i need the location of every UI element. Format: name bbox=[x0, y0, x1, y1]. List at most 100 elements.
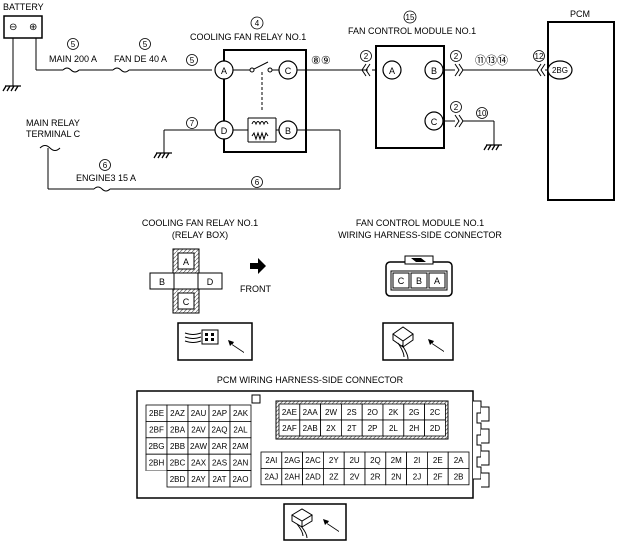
main-relay-line2: TERMINAL C bbox=[26, 129, 81, 139]
pcm-pin-label: 2U bbox=[349, 456, 359, 465]
pcm-pin-label: 2AU bbox=[191, 409, 207, 418]
pcm-pin-label: 2BB bbox=[170, 442, 185, 451]
fcm-terminal-b: B bbox=[431, 66, 437, 76]
pcm-pin-label: 2BD bbox=[170, 475, 186, 484]
pcm-pin-label: 2AW bbox=[190, 442, 207, 451]
pcm-connector-view: PCM WIRING HARNESS-SIDE CONNECTOR 2BE 2AZ… bbox=[136, 375, 490, 541]
pcm-pin-label: 2V bbox=[350, 473, 360, 482]
pcm: PCM 2BG bbox=[547, 9, 615, 201]
pcm-connector-title: PCM WIRING HARNESS-SIDE CONNECTOR bbox=[217, 375, 404, 385]
fan-control-module: 15 FAN CONTROL MODULE NO.1 A B C bbox=[348, 10, 476, 149]
ground-icon bbox=[483, 144, 502, 151]
pcm-pin-label: 2AQ bbox=[211, 426, 227, 435]
relay-pin-c: C bbox=[183, 297, 190, 307]
battery-pos-icon: ⊕ bbox=[29, 22, 37, 33]
resistor-icon bbox=[251, 131, 269, 141]
pcm-pin-cell bbox=[447, 467, 470, 486]
relay-num: 4 bbox=[255, 19, 260, 28]
relay-connector-view: COOLING FAN RELAY NO.1 (RELAY BOX) A B C… bbox=[142, 218, 271, 361]
pcm-title: PCM bbox=[570, 9, 590, 19]
svg-text:2: 2 bbox=[454, 52, 459, 61]
pcm-pin-label: 2AX bbox=[191, 458, 207, 467]
pcm-pin-label: 2AV bbox=[191, 426, 206, 435]
pcm-pin-label: 2M bbox=[391, 456, 402, 465]
pcm-pin-label: 2AO bbox=[232, 475, 248, 484]
fcm-terminal-c: C bbox=[431, 117, 438, 127]
fuse-main-icon bbox=[62, 67, 80, 73]
pcm-pin-label: 2H bbox=[409, 424, 419, 433]
pcm-pin-cell bbox=[146, 470, 167, 487]
relay-terminal-d: D bbox=[221, 126, 228, 136]
pcm-pin-label: 2AZ bbox=[170, 409, 185, 418]
svg-text:7: 7 bbox=[190, 119, 195, 128]
pcm-pin-label: 2C bbox=[430, 408, 440, 417]
relay-pin-b: B bbox=[159, 277, 165, 287]
pcm-pin-label: 2AN bbox=[233, 458, 249, 467]
pcm-pin-cell bbox=[229, 470, 252, 488]
battery-title: BATTERY bbox=[3, 2, 44, 12]
pcm-pin-label: 2D bbox=[430, 424, 440, 433]
pcm-pin-label: 2AR bbox=[212, 442, 228, 451]
relay-connector-title1: COOLING FAN RELAY NO.1 bbox=[142, 218, 258, 228]
pcm-pin-label: 2Q bbox=[370, 456, 381, 465]
wire-b-number: 6 bbox=[251, 176, 263, 188]
pcm-pin-label: 2AA bbox=[303, 408, 319, 417]
pcm-pin-label: 2BA bbox=[170, 426, 186, 435]
pcm-pin-label: 2AB bbox=[303, 424, 318, 433]
fuse-main: 5 MAIN 200 A bbox=[49, 38, 97, 64]
fcm-connector-title2: WIRING HARNESS-SIDE CONNECTOR bbox=[338, 230, 502, 240]
fuse-engine: 6 ENGINE3 15 A bbox=[76, 159, 136, 183]
wire-d-number: 7 bbox=[186, 117, 198, 129]
pcm-pin-label: 2K bbox=[389, 408, 399, 417]
fuse-engine-label: ENGINE3 15 A bbox=[76, 173, 136, 183]
wire-a-number: 5 bbox=[186, 54, 198, 66]
wire-fcm-c-num: 2 bbox=[450, 101, 462, 113]
fcm-pin-b: B bbox=[416, 276, 422, 286]
front-arrow-icon bbox=[250, 258, 266, 274]
connector-plug-icon bbox=[392, 326, 444, 360]
pcm-pin-label: 2AY bbox=[191, 475, 206, 484]
battery-body bbox=[3, 15, 43, 39]
ground-icon bbox=[2, 85, 21, 92]
pcm-pin-label: 2BC bbox=[170, 458, 186, 467]
pcm-pin-label: 2BF bbox=[149, 426, 164, 435]
pcm-pin-label: 2J bbox=[413, 473, 421, 482]
pcm-pin-label: 2T bbox=[347, 424, 356, 433]
fcm-num: 15 bbox=[406, 13, 415, 22]
relay-pin-d: D bbox=[207, 277, 214, 287]
pcm-pin-label: 2AI bbox=[265, 456, 277, 465]
ground-icon bbox=[153, 152, 172, 159]
relay-terminal-a: A bbox=[221, 66, 227, 76]
pcm-pin-label: 2S bbox=[347, 408, 357, 417]
pcm-pin-label: 2E bbox=[433, 456, 443, 465]
pcm-pin-label: 2Y bbox=[329, 456, 339, 465]
pcm-pin-label: 2AF bbox=[282, 424, 297, 433]
pcm-pin-label: 2BE bbox=[149, 409, 164, 418]
cooling-fan-relay: 4 COOLING FAN RELAY NO.1 A C D B bbox=[190, 16, 307, 153]
fcm-terminal-a: A bbox=[389, 66, 395, 76]
svg-text:12: 12 bbox=[535, 52, 544, 61]
svg-text:5: 5 bbox=[190, 56, 195, 65]
pcm-terminal: 2BG bbox=[552, 66, 568, 75]
fuse-main-label: MAIN 200 A bbox=[49, 54, 97, 64]
connector-plug-icon bbox=[184, 329, 244, 353]
pcm-pin-label: 2AL bbox=[233, 426, 248, 435]
connector-plug-icon bbox=[291, 508, 339, 539]
relay-pin-a: A bbox=[183, 257, 189, 267]
pcm-pin-label: 2AH bbox=[284, 473, 300, 482]
fuse-engine-num: 6 bbox=[103, 161, 108, 170]
wire-fcm-b-num: 2 bbox=[450, 50, 462, 62]
fuse-fan: 5 FAN DE 40 A bbox=[114, 38, 167, 64]
relay-title: COOLING FAN RELAY NO.1 bbox=[190, 32, 306, 42]
pcm-pin-label: 2AE bbox=[282, 408, 297, 417]
svg-text:⑧⑨: ⑧⑨ bbox=[311, 55, 331, 67]
pcm-pin-label: 2R bbox=[370, 473, 380, 482]
fuse-fan-num: 5 bbox=[143, 40, 148, 49]
svg-text:10: 10 bbox=[478, 109, 487, 118]
relay-coil-icon bbox=[251, 121, 269, 126]
pcm-pin-label: 2P bbox=[368, 424, 378, 433]
battery: BATTERY ⊖ ⊕ bbox=[2, 2, 44, 92]
